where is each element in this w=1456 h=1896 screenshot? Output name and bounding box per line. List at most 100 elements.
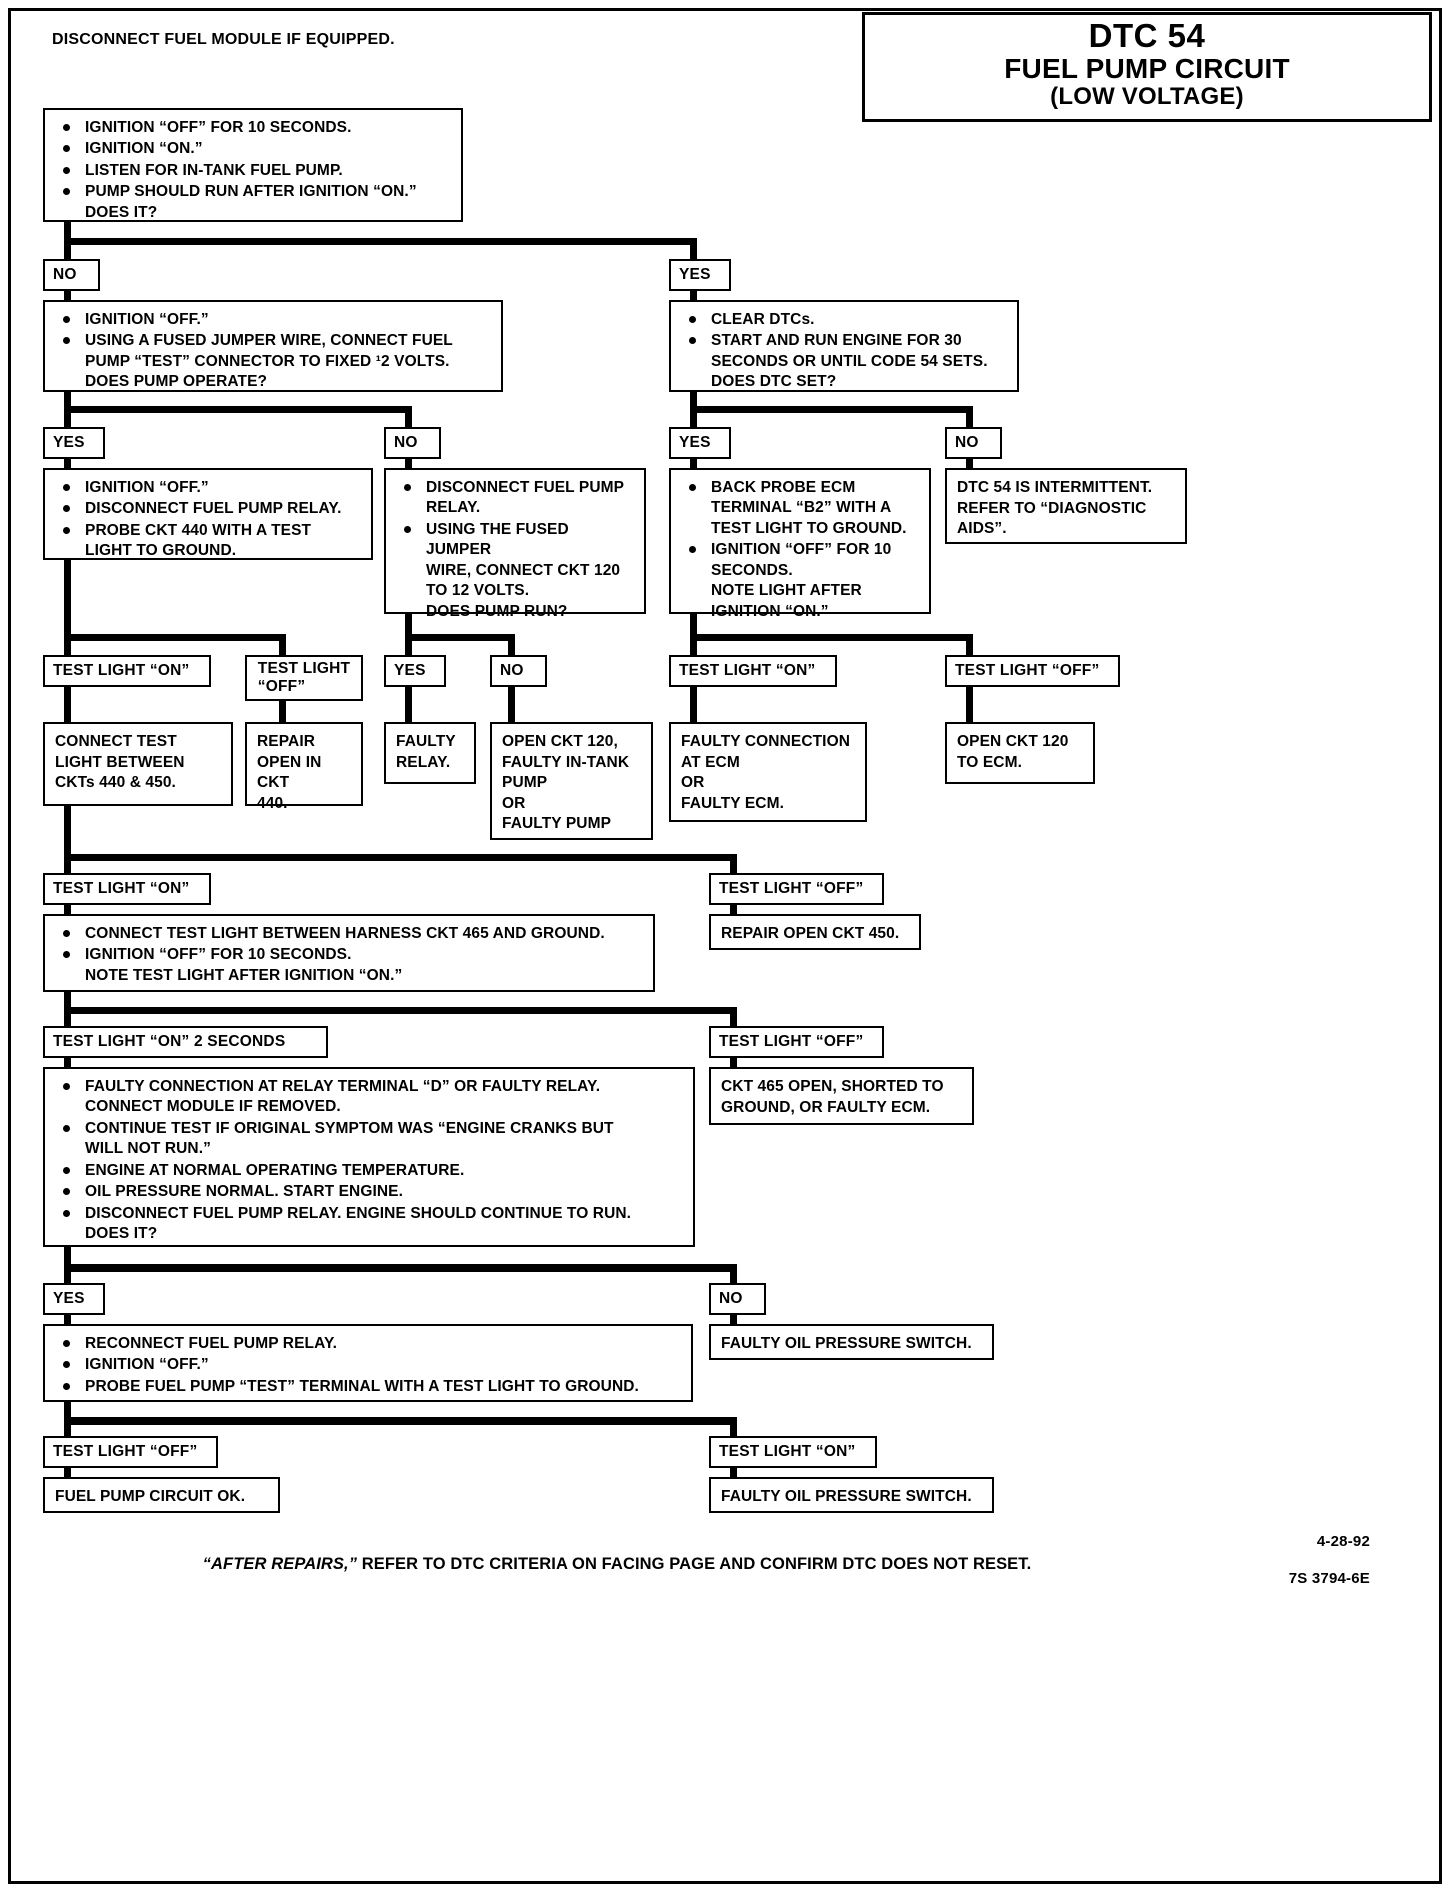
- connector-line: [64, 854, 71, 876]
- connector-line: [405, 459, 412, 475]
- bullet-item: PUMP SHOULD RUN AFTER IGNITION “ON.” DOE…: [55, 182, 451, 223]
- step-box-ckt120-jumper: DISCONNECT FUEL PUMP RELAY. USING THE FU…: [384, 468, 646, 620]
- branch-label-test-light-off: TEST LIGHT “OFF”: [43, 1436, 218, 1468]
- bullet-item: IGNITION “ON.”: [55, 139, 451, 159]
- result-box-open-ckt120-faulty-pump: OPEN CKT 120, FAULTY IN-TANK PUMP OR FAU…: [490, 722, 653, 840]
- connector-line: [64, 1417, 71, 1439]
- connector-line: [64, 238, 697, 245]
- connector-line: [690, 687, 697, 727]
- bullet-item: BACK PROBE ECM TERMINAL “B2” WITH A TEST…: [681, 478, 919, 539]
- connector-line: [64, 1417, 737, 1425]
- result-box-connect-test-light-440-450: CONNECT TEST LIGHT BETWEEN CKTs 440 & 45…: [43, 722, 233, 806]
- connector-line: [730, 1058, 737, 1074]
- connector-line: [64, 854, 737, 861]
- connector-line: [730, 1468, 737, 1484]
- branch-label-yes: YES: [43, 1283, 105, 1315]
- bullet-item: IGNITION “OFF.”: [55, 478, 361, 498]
- step-box-backprobe-ecm: BACK PROBE ECM TERMINAL “B2” WITH A TEST…: [669, 468, 931, 620]
- footer-note: “AFTER REPAIRS,” REFER TO DTC CRITERIA O…: [52, 1555, 1182, 1574]
- connector-line: [64, 1315, 71, 1331]
- branch-label-test-light-off: TEST LIGHT “OFF”: [945, 655, 1120, 687]
- result-box-ckt465-open-shorted: CKT 465 OPEN, SHORTED TO GROUND, OR FAUL…: [709, 1067, 974, 1125]
- branch-label-test-light-on: TEST LIGHT “ON”: [43, 655, 211, 687]
- connector-line: [405, 406, 412, 428]
- result-box-fuel-pump-circuit-ok: FUEL PUMP CIRCUIT OK.: [43, 1477, 280, 1513]
- connector-line: [690, 459, 697, 475]
- branch-label-test-light-on: TEST LIGHT “ON”: [709, 1436, 877, 1468]
- connector-line: [730, 854, 737, 876]
- footer-note-rest: REFER TO DTC CRITERIA ON FACING PAGE AND…: [357, 1555, 1032, 1573]
- bullet-item: CONNECT TEST LIGHT BETWEEN HARNESS CKT 4…: [55, 924, 643, 944]
- step-box-reconnect-relay-probe: RECONNECT FUEL PUMP RELAY. IGNITION “OFF…: [43, 1324, 693, 1402]
- branch-label-yes: YES: [43, 427, 105, 459]
- connector-line: [730, 1007, 737, 1029]
- title-box: DTC 54 FUEL PUMP CIRCUIT (LOW VOLTAGE): [862, 12, 1432, 122]
- branch-label-test-light-off: TEST LIGHT “OFF”: [709, 1026, 884, 1058]
- result-box-faulty-connection-ecm: FAULTY CONNECTION AT ECM OR FAULTY ECM.: [669, 722, 867, 822]
- bullet-item: ENGINE AT NORMAL OPERATING TEMPERATURE.: [55, 1161, 683, 1181]
- revision-date: 4-28-92: [1316, 1532, 1370, 1550]
- connector-line: [508, 634, 515, 656]
- bullet-item: IGNITION “OFF” FOR 10 SECONDS. NOTE TEST…: [55, 945, 643, 986]
- connector-line: [690, 634, 973, 641]
- footer-note-quoted: “AFTER REPAIRS,”: [202, 1555, 358, 1573]
- connector-line: [966, 459, 973, 475]
- page-border: [8, 8, 1442, 1884]
- connector-line: [405, 634, 515, 641]
- branch-label-test-light-off: TEST LIGHT “OFF”: [245, 655, 363, 701]
- connector-line: [730, 1417, 737, 1439]
- result-box-repair-open-ckt450: REPAIR OPEN CKT 450.: [709, 914, 921, 950]
- step-box-ckt465-test: CONNECT TEST LIGHT BETWEEN HARNESS CKT 4…: [43, 914, 655, 992]
- step-box-initial-check: IGNITION “OFF” FOR 10 SECONDS. IGNITION …: [43, 108, 463, 222]
- connector-line: [966, 406, 973, 428]
- connector-line: [690, 406, 697, 428]
- bullet-item: PROBE FUEL PUMP “TEST” TERMINAL WITH A T…: [55, 1377, 681, 1397]
- bullet-item: USING THE FUSED JUMPER WIRE, CONNECT CKT…: [396, 520, 634, 622]
- connector-line: [508, 687, 515, 727]
- connector-line: [64, 1264, 737, 1272]
- bullet-item: CONTINUE TEST IF ORIGINAL SYMPTOM WAS “E…: [55, 1119, 683, 1160]
- connector-line: [64, 459, 71, 475]
- result-box-faulty-oil-pressure-switch: FAULTY OIL PRESSURE SWITCH.: [709, 1324, 994, 1360]
- connector-line: [405, 687, 412, 727]
- branch-label-yes: YES: [384, 655, 446, 687]
- connector-line: [64, 406, 71, 428]
- branch-label-test-light-on-2-seconds: TEST LIGHT “ON” 2 SECONDS: [43, 1026, 328, 1058]
- result-box-repair-open-ckt440: REPAIR OPEN IN CKT 440.: [245, 722, 363, 812]
- bullet-item: IGNITION “OFF.”: [55, 1355, 681, 1375]
- connector-line: [730, 1264, 737, 1286]
- connector-line: [279, 701, 286, 727]
- connector-line: [405, 614, 412, 638]
- bullet-item: LISTEN FOR IN-TANK FUEL PUMP.: [55, 161, 451, 181]
- bullet-item: OIL PRESSURE NORMAL. START ENGINE.: [55, 1182, 683, 1202]
- connector-line: [64, 1468, 71, 1484]
- bullet-item: IGNITION “OFF” FOR 10 SECONDS.: [55, 118, 451, 138]
- connector-line: [64, 905, 71, 921]
- connector-line: [64, 1007, 71, 1029]
- bullet-item: IGNITION “OFF” FOR 10 SECONDS. NOTE LIGH…: [681, 540, 919, 622]
- connector-line: [690, 291, 697, 307]
- connector-line: [64, 1007, 737, 1014]
- bullet-item: FAULTY CONNECTION AT RELAY TERMINAL “D” …: [55, 1077, 683, 1118]
- bullet-item: DISCONNECT FUEL PUMP RELAY.: [55, 499, 361, 519]
- branch-label-no: NO: [490, 655, 547, 687]
- connector-line: [64, 291, 71, 307]
- connector-line: [64, 634, 286, 641]
- bullet-item: CLEAR DTCs.: [681, 310, 1007, 330]
- connector-line: [966, 634, 973, 656]
- connector-line: [690, 634, 697, 656]
- bullet-item: IGNITION “OFF.”: [55, 310, 491, 330]
- branch-label-no: NO: [43, 259, 100, 291]
- connector-line: [64, 1402, 71, 1424]
- branch-label-test-light-off: TEST LIGHT “OFF”: [709, 873, 884, 905]
- branch-label-test-light-on: TEST LIGHT “ON”: [669, 655, 837, 687]
- connector-line: [64, 392, 71, 410]
- revision-code: 7S 3794-6E: [1288, 1570, 1370, 1588]
- connector-line: [64, 634, 71, 656]
- step-box-jumper-test: IGNITION “OFF.” USING A FUSED JUMPER WIR…: [43, 300, 503, 392]
- connector-line: [64, 1247, 71, 1271]
- connector-line: [690, 406, 973, 413]
- connector-line: [690, 392, 697, 410]
- connector-line: [405, 634, 412, 656]
- connector-line: [64, 560, 71, 638]
